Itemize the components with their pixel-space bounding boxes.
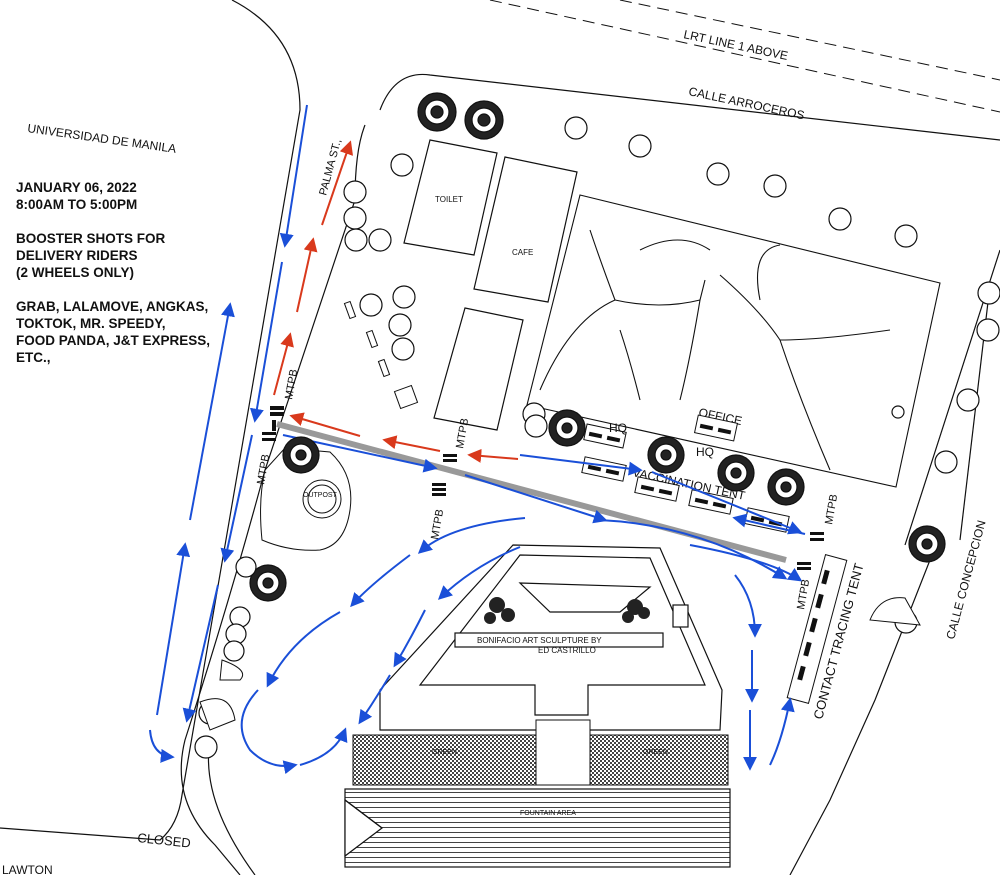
tree-icon <box>891 405 905 419</box>
event-title-line3: (2 WHEELS ONLY) <box>16 265 135 280</box>
tree-icon <box>359 293 383 317</box>
hq-tent-1 <box>583 423 627 449</box>
tree-icon <box>368 228 392 252</box>
tree-icon <box>390 153 414 177</box>
lawton-label: LAWTON <box>2 863 53 875</box>
tree-icon <box>343 180 367 204</box>
toilet-label: TOILET <box>435 195 463 204</box>
hq-tent-2 <box>693 414 739 442</box>
arroceros-street-label: CALLE ARROCEROS <box>687 84 805 122</box>
tree-icon <box>391 337 415 361</box>
concepcion-street-label: CALLE CONCEPCION <box>943 519 988 641</box>
tree-icon <box>767 468 805 506</box>
mtpb-label-4: MTPB <box>429 508 446 540</box>
companies-line4: ETC., <box>16 350 51 365</box>
red-arrows <box>273 140 519 463</box>
park-area <box>526 194 941 488</box>
outpost-label: OUTPOST <box>303 492 338 499</box>
office-building <box>433 307 524 431</box>
fountain-area <box>344 788 731 868</box>
tree-icon <box>235 556 257 578</box>
mtpb-bars <box>262 406 824 570</box>
event-title-line1: BOOSTER SHOTS FOR <box>16 231 166 246</box>
green-left-label: GREEN <box>432 749 457 756</box>
tree-icon <box>908 525 946 563</box>
tree-icon <box>717 454 755 492</box>
tree-icon <box>282 436 320 474</box>
companies-line2: TOKTOK, MR. SPEEDY, <box>16 316 166 331</box>
sculpture-shrubs <box>484 597 650 624</box>
tree-icon <box>223 640 245 662</box>
sculpture-label-line1: BONIFACIO ART SCULPTURE BY <box>477 636 602 645</box>
companies-line3: FOOD PANDA, J&T EXPRESS, <box>16 333 211 348</box>
mtpb-labels: MTPB MTPB MTPB MTPB MTPB MTPB <box>255 368 840 610</box>
tree-icon <box>249 564 287 602</box>
palma-street-label: PALMA ST., <box>317 138 344 197</box>
tree-icon <box>392 285 416 309</box>
buildings <box>403 139 578 431</box>
hq-label-1: HQ <box>609 421 627 435</box>
main-road-line <box>276 421 787 563</box>
sculpture-plaza <box>379 544 723 731</box>
green-area-right <box>589 734 729 786</box>
shrub-icon <box>484 597 515 624</box>
event-date: JANUARY 06, 2022 <box>16 180 137 195</box>
mtpb-label-5: MTPB <box>823 493 840 525</box>
tree-icon <box>828 207 852 231</box>
green-area-left <box>352 734 537 786</box>
cafe-label: CAFE <box>512 248 533 257</box>
tree-icon <box>564 116 588 140</box>
tree-icon <box>956 388 980 412</box>
mtpb-label-1: MTPB <box>283 368 300 400</box>
mtpb-label-3: MTPB <box>454 417 471 449</box>
lrt-line <box>489 0 1000 113</box>
outpost-area <box>260 447 352 551</box>
tree-icon <box>194 735 218 759</box>
sculpture-label-line2: ED CASTRILLO <box>538 646 596 655</box>
event-notice: JANUARY 06, 2022 8:00AM TO 5:00PM BOOSTE… <box>16 179 251 366</box>
vaccination-tent-1 <box>581 456 627 482</box>
tree-icon <box>388 313 412 337</box>
mtpb-label-2: MTPB <box>255 453 272 485</box>
tree-icon <box>894 224 918 248</box>
mtpb-label-6: MTPB <box>795 578 812 610</box>
blue-arrows <box>149 104 806 775</box>
tree-icon <box>628 134 652 158</box>
closed-label: CLOSED <box>137 830 192 851</box>
tree-icon <box>343 206 367 230</box>
companies-line1: GRAB, LALAMOVE, ANGKAS, <box>16 299 209 314</box>
green-right-label: GREEN <box>643 749 668 756</box>
event-time: 8:00AM TO 5:00PM <box>16 197 138 212</box>
tree-icon <box>706 162 730 186</box>
cafe-building <box>473 156 578 303</box>
trees <box>194 92 1000 759</box>
tree-icon <box>647 436 685 474</box>
tree-icon <box>976 318 1000 342</box>
toilet-building <box>403 139 498 256</box>
tree-icon <box>548 409 586 447</box>
tree-icon <box>344 228 368 252</box>
tree-icon <box>464 100 504 140</box>
benches <box>199 300 921 731</box>
shrub-icon <box>622 599 650 623</box>
hq-label-2: HQ <box>696 445 714 459</box>
event-title-line2: DELIVERY RIDERS <box>16 248 138 263</box>
tree-icon <box>763 174 787 198</box>
tree-icon <box>977 281 1000 305</box>
green-areas <box>352 719 729 786</box>
tree-icon <box>417 92 457 132</box>
university-label: UNIVERSIDAD DE MANILA <box>27 121 178 156</box>
vaccination-tent-3 <box>688 489 734 515</box>
tree-icon <box>934 450 958 474</box>
vaccination-tent-2 <box>634 476 680 502</box>
fountain-label: FOUNTAIN AREA <box>520 810 576 817</box>
tree-icon <box>524 414 548 438</box>
